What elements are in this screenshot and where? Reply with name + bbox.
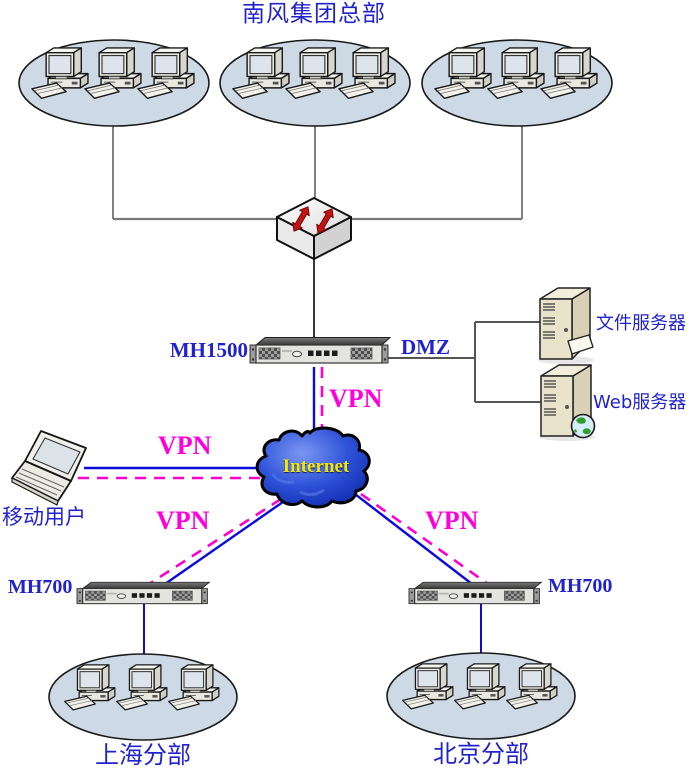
branch-beijing-label: 北京分部: [433, 740, 529, 768]
file-server-icon: [538, 287, 594, 364]
mh1500-label: MH1500: [169, 338, 248, 362]
file-server-label: 文件服务器: [596, 313, 686, 334]
hq-lan-group-1: [18, 39, 210, 127]
web-server-label: Web服务器: [593, 392, 687, 413]
hq-lan-group-2: [219, 39, 411, 127]
switch-icon: [276, 197, 352, 260]
mh700-right-label: MH700: [548, 575, 613, 597]
vpn-label-branch-right: VPN: [425, 506, 479, 535]
dmz-lines: [386, 321, 547, 403]
document-sheet-icon: [567, 334, 594, 355]
switch-arrows-icon: [292, 206, 334, 234]
internet-cloud: [255, 426, 371, 509]
mh700-left-label: MH700: [8, 576, 73, 598]
web-server-icon: [539, 364, 596, 441]
laptop-icon: [11, 430, 87, 506]
vpn-line-internet-mh700-left: [164, 494, 294, 585]
branch-lan-beijing: [386, 652, 576, 740]
mh700-left-device: [76, 581, 210, 605]
mh700-right-device: [408, 581, 542, 605]
vpn-dash-internet-mh700-right: [360, 492, 489, 586]
mh1500-device: [249, 336, 391, 364]
vpn-blue-lines: [84, 367, 482, 657]
branch-lan-shanghai: [48, 653, 238, 741]
vpn-line-internet-mh700-right: [350, 490, 473, 585]
internet-label: Internet: [282, 456, 350, 477]
vpn-label-center: VPN: [329, 384, 383, 413]
globe-icon: [570, 413, 596, 439]
mobile-user-label: 移动用户: [2, 505, 86, 529]
vpn-dashed-lines: [78, 367, 489, 586]
diagram-title: 南风集团总部: [242, 1, 386, 27]
dmz-label: DMZ: [401, 335, 450, 359]
vpn-label-branch-left: VPN: [156, 506, 210, 535]
hq-lan-group-3: [421, 39, 613, 127]
vpn-label-mobile: VPN: [158, 431, 212, 460]
branch-shanghai-label: 上海分部: [95, 741, 191, 769]
vpn-dash-internet-mh700-left: [148, 497, 282, 586]
